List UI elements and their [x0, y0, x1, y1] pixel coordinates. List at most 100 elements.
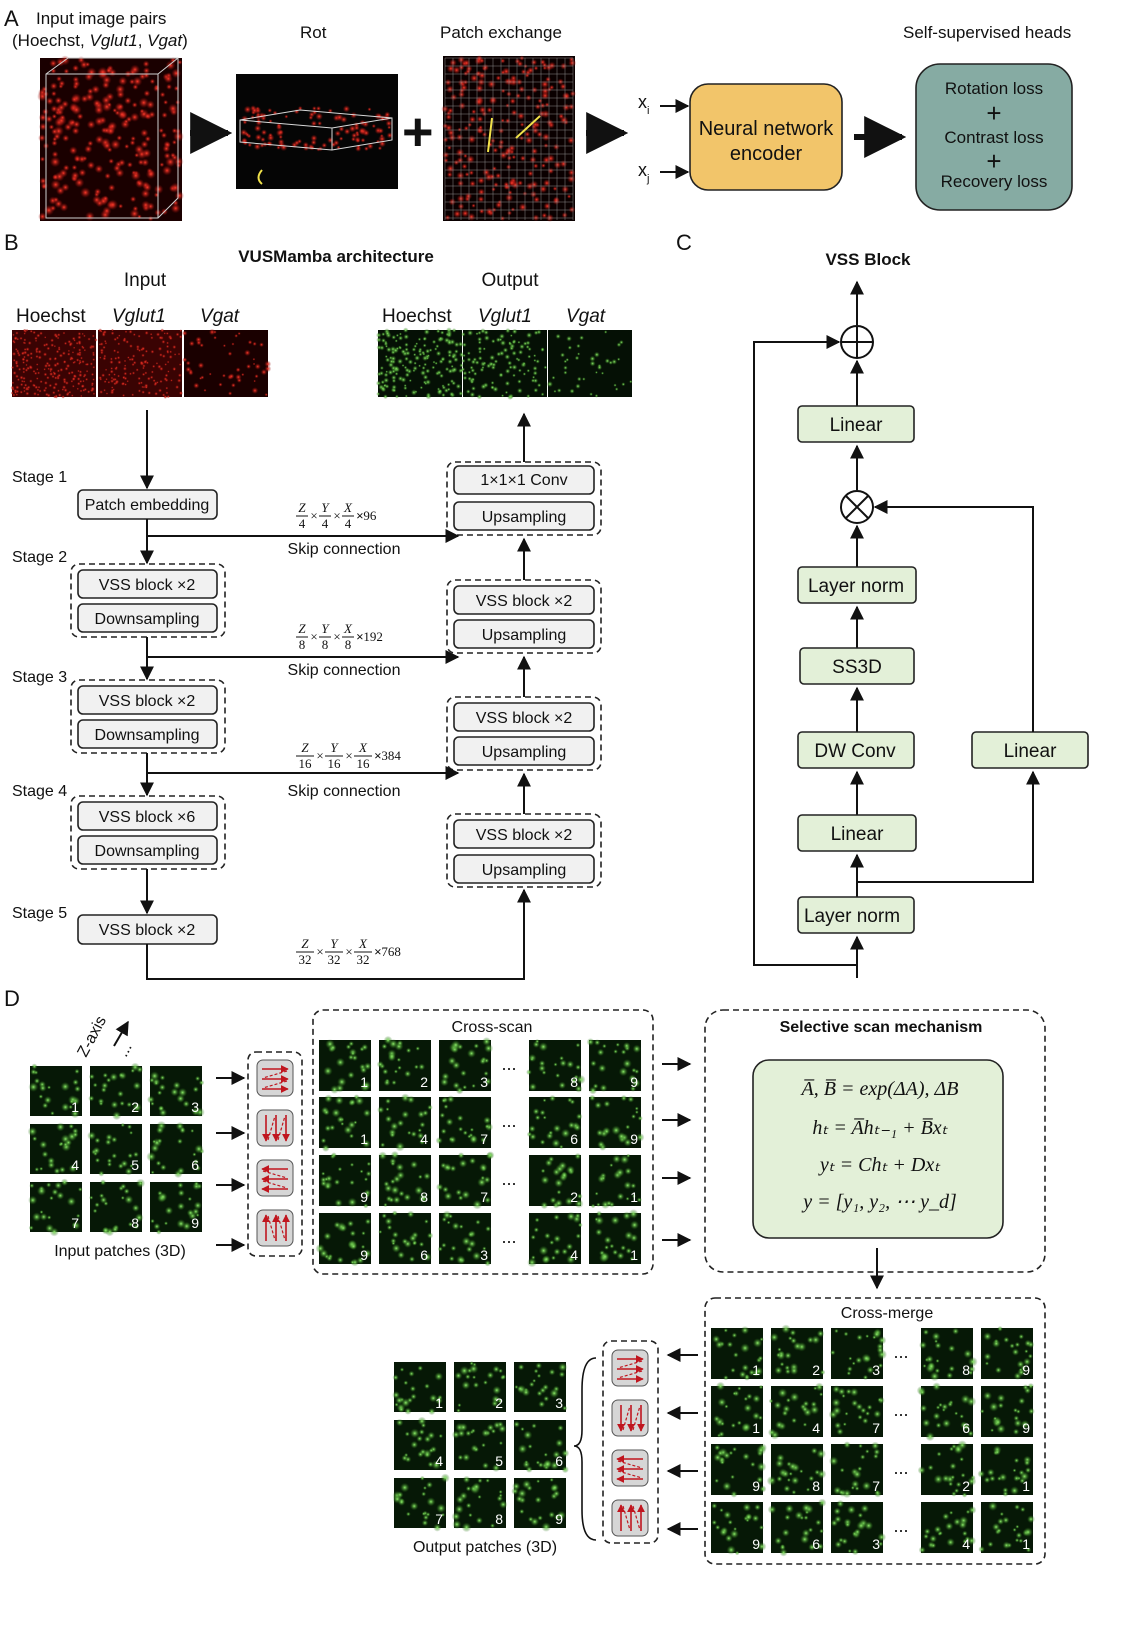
dim-denominator: 32 [299, 952, 312, 967]
bottleneck-connection-arrow [146, 888, 531, 980]
residual-connection-arrow [753, 335, 857, 966]
vss-block [77, 801, 218, 831]
patch-tile: 3 [830, 1328, 887, 1381]
patch-number: 6 [191, 1157, 199, 1173]
xi-label: xi [638, 92, 649, 117]
downsampling-label: Downsampling [95, 611, 200, 628]
dim-numerator: X [343, 500, 353, 515]
patch-number: 9 [630, 1074, 638, 1090]
patch-number: 3 [480, 1074, 488, 1090]
dim-times: × [374, 748, 381, 763]
sequence-ellipsis: ... [501, 1054, 516, 1074]
patch-number: 9 [191, 1215, 199, 1231]
patch-exchange-title: Patch exchange [440, 23, 562, 42]
layer-norm-block [797, 566, 917, 604]
encoder-label-line2: encoder [730, 143, 803, 165]
equation-output: yₜ = Chₜ + Dxₜ [818, 1154, 941, 1176]
patch-number: 2 [962, 1478, 970, 1494]
panel-c: C VSS Block Linear Layer norm SS3D DW Co… [676, 230, 1089, 978]
patch-tile: 1 [977, 1444, 1033, 1497]
gate-merge-arrow [873, 500, 1034, 732]
dim-numerator: X [358, 740, 368, 755]
panel-b: B VUSMamba architecture Input Output Hoe… [4, 230, 633, 980]
output-label: Output [481, 270, 539, 291]
dim-denominator: 8 [345, 637, 352, 652]
architecture-title: VUSMamba architecture [238, 247, 434, 266]
patch-number: 1 [1022, 1478, 1030, 1494]
upsampling-block [453, 736, 595, 766]
dim-times: × [345, 748, 352, 763]
patch-tile: 8 [451, 1475, 508, 1533]
patch-number: 1 [360, 1074, 368, 1090]
patch-number: 9 [555, 1511, 563, 1527]
patch-tile: 6 [146, 1120, 205, 1179]
dim-channels: ×192 [356, 629, 383, 644]
patch-tile: 4 [394, 1416, 446, 1470]
patch-number: 2 [131, 1099, 139, 1115]
patch-number: 6 [570, 1131, 578, 1147]
ss3d-label: SS3D [832, 657, 882, 678]
conv-block [453, 465, 595, 495]
dim-numerator: Z [298, 621, 306, 636]
linear-label: Linear [831, 824, 884, 845]
dim-times: × [356, 629, 363, 644]
patch-tile: 2 [769, 1324, 826, 1379]
recovery-loss: Recovery loss [941, 172, 1048, 191]
scan-direction-icons [256, 1059, 294, 1247]
vss-block [77, 685, 218, 715]
skip-connection-label: Skip connection [288, 783, 401, 800]
patch-number: 4 [570, 1247, 578, 1263]
dim-numerator: Y [321, 500, 330, 515]
channel-label-hoechst: Hoechst [16, 306, 86, 327]
sequence-ellipsis: ... [893, 1400, 908, 1420]
upsampling-label: Upsampling [482, 744, 566, 761]
vss-block-label: VSS block ×2 [476, 710, 573, 727]
patch-number: 9 [752, 1536, 760, 1552]
input-pairs-title: Input image pairs [36, 9, 166, 28]
patch-number: 4 [420, 1131, 428, 1147]
vss-block [453, 819, 595, 849]
patch-exchange-image [441, 55, 577, 222]
layer-norm-label: Layer norm [808, 576, 904, 597]
patch-tile: 3 [514, 1362, 568, 1412]
patch-tile: 1 [392, 1362, 446, 1416]
selective-scan-title: Selective scan mechanism [780, 1019, 983, 1036]
patch-tile: 9 [586, 1038, 642, 1095]
patch-tile: 2 [917, 1440, 977, 1498]
dim-times: × [316, 748, 323, 763]
dim-times: × [333, 629, 340, 644]
patch-tile: 5 [451, 1420, 507, 1473]
patch-number: 5 [495, 1453, 503, 1469]
dim-times: × [333, 508, 340, 523]
patch-tile: 9 [981, 1326, 1035, 1380]
patch-tile: 9 [319, 1152, 372, 1209]
patch-tile: 7 [435, 1095, 494, 1148]
patch-tile: 6 [767, 1498, 827, 1557]
plus-sign: + [402, 102, 434, 162]
input-pairs-subtitle: (Hoechst, Vglut1, Vgat) [12, 31, 188, 50]
plus-sign: + [986, 98, 1001, 128]
panel-b-letter: B [4, 230, 19, 255]
swap-arrow-icon [487, 117, 493, 153]
patch-tile: 8 [378, 1150, 431, 1208]
equation-state-update: hₜ = A̅hₜ₋₁ + B̅xₜ [812, 1117, 948, 1139]
scan-path-icon [256, 1209, 294, 1247]
cross-merge-group [704, 1297, 1046, 1565]
patch-number: 6 [555, 1453, 563, 1469]
dim-numerator: Z [301, 936, 309, 951]
patch-tile: 5 [87, 1122, 142, 1177]
dim-times: × [345, 944, 352, 959]
dim-denominator: 32 [328, 952, 341, 967]
dw-conv-block [797, 731, 915, 769]
scan-path-icon [256, 1109, 294, 1147]
patch-number: 5 [131, 1157, 139, 1173]
cross-scan-group [312, 1009, 654, 1275]
dim-denominator: 4 [345, 516, 352, 531]
patch-tile: 4 [918, 1502, 977, 1554]
patch-number: 2 [420, 1074, 428, 1090]
gate-branch-arrow [857, 770, 1040, 883]
patch-number: 4 [812, 1420, 820, 1436]
patch-number: 3 [480, 1247, 488, 1263]
stage-4-label: Stage 4 [12, 783, 67, 800]
